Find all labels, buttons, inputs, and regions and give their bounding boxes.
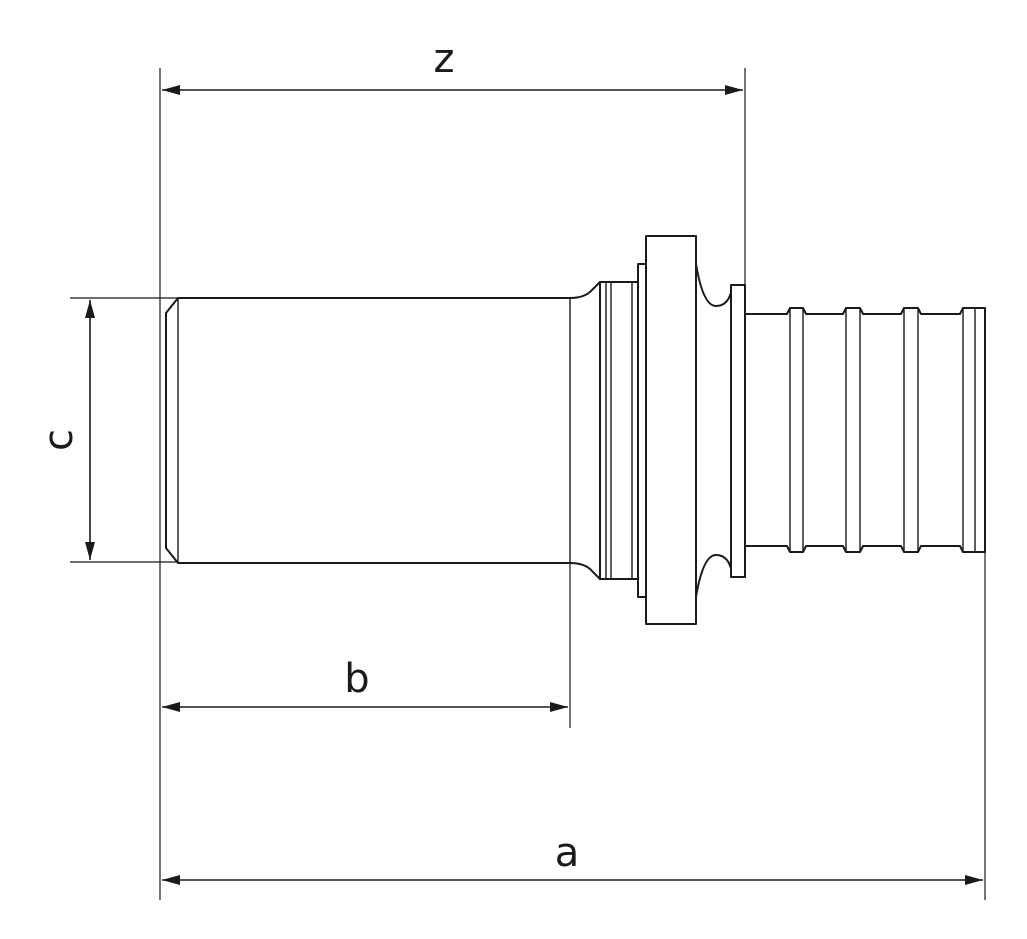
dimension-a: a: [162, 830, 983, 885]
flange-shoulder: [637, 263, 647, 598]
dimension-a-arrow-left: [162, 875, 180, 885]
dimension-c: c: [36, 300, 95, 560]
dimension-a-label: a: [555, 830, 580, 876]
dimension-b-label: b: [344, 656, 369, 702]
dimension-b: b: [162, 656, 568, 712]
dimension-c-arrow-bottom: [85, 542, 95, 560]
stop-ring: [730, 284, 746, 578]
flange: [645, 235, 697, 625]
dimension-z: z: [162, 36, 743, 95]
neck: [695, 263, 733, 598]
dimension-c-label: c: [36, 429, 82, 451]
extension-lines: [70, 68, 986, 900]
barbed-spigot: [744, 307, 986, 553]
fitting-body: [165, 235, 986, 625]
dimension-z-arrow-right: [725, 85, 743, 95]
dimension-c-arrow-top: [85, 300, 95, 318]
dimension-a-arrow-right: [965, 875, 983, 885]
dimension-b-arrow-right: [550, 702, 568, 712]
dimension-z-label: z: [434, 36, 455, 82]
tube-section: [165, 281, 601, 580]
dimension-z-arrow-left: [162, 85, 180, 95]
dimension-b-arrow-left: [162, 702, 180, 712]
